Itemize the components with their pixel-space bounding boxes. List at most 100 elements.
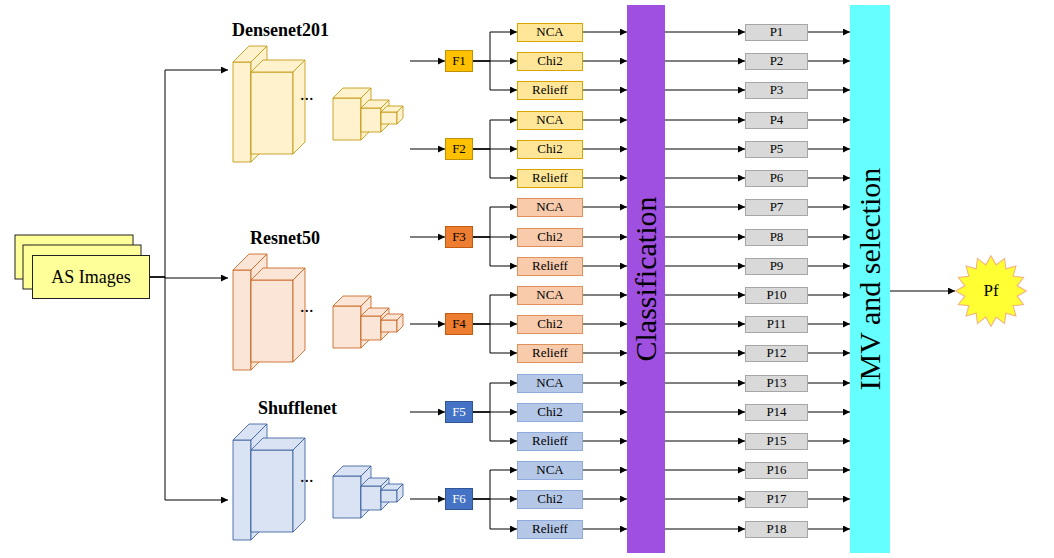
arrow-connector — [665, 441, 745, 442]
prediction-box: P4 — [745, 112, 808, 129]
layer-block — [361, 108, 381, 132]
node-text: Relieff — [532, 521, 568, 537]
node-text: P16 — [766, 462, 786, 478]
selector-box: NCA — [517, 198, 583, 217]
arrow-connector — [583, 324, 627, 325]
arrow-connector — [583, 120, 627, 121]
prediction-box: P13 — [745, 375, 808, 392]
arrow-connector — [473, 149, 517, 178]
arrow-connector — [583, 207, 627, 208]
node-text: P17 — [766, 491, 786, 507]
selector-box: Chi2 — [517, 228, 583, 247]
arrow-connector — [665, 529, 745, 530]
node-text: P7 — [770, 199, 784, 215]
arrow-connector — [665, 32, 745, 33]
node-text: P4 — [770, 112, 784, 128]
layer-block — [251, 280, 293, 362]
prediction-box: P6 — [745, 170, 808, 187]
prediction-box: P15 — [745, 433, 808, 450]
node-text: F2 — [452, 141, 466, 157]
arrow-connector — [665, 295, 745, 296]
selector-box: NCA — [517, 374, 583, 393]
arrow-connector — [410, 499, 445, 500]
feature-box: F4 — [445, 313, 473, 335]
ellipsis-label: ... — [300, 84, 314, 105]
feature-box: F1 — [445, 50, 473, 72]
layer-block — [397, 314, 403, 332]
arrow-connector — [583, 178, 627, 179]
node-text: Shufflenet — [258, 398, 337, 419]
node-text: Chi2 — [537, 141, 562, 157]
node-text: NCA — [536, 462, 563, 478]
arrow-connector — [808, 353, 850, 354]
arrow-connector — [665, 499, 745, 500]
feature-box: F2 — [445, 138, 473, 160]
layer-block — [251, 450, 293, 532]
arrow-connector — [665, 383, 745, 384]
layer-block — [333, 98, 361, 140]
arrow-connector — [410, 324, 445, 325]
arrow-connector — [808, 61, 850, 62]
node-text: Chi2 — [537, 404, 562, 420]
node-text: P3 — [770, 82, 784, 98]
arrow-connector — [808, 499, 850, 500]
node-text: P1 — [770, 24, 784, 40]
layer-block — [381, 490, 397, 502]
layer-block — [233, 440, 251, 540]
arrow-connector — [665, 149, 745, 150]
arrow-connector — [808, 178, 850, 179]
layer-block — [233, 270, 251, 370]
arrow-connector — [665, 324, 745, 325]
node-text: P11 — [767, 316, 787, 332]
node-text: P9 — [770, 258, 784, 274]
node-text: NCA — [536, 112, 563, 128]
arrow-connector — [473, 61, 517, 90]
node-text: F4 — [452, 316, 466, 332]
node-text: Relieff — [532, 170, 568, 186]
prediction-box: P10 — [745, 287, 808, 304]
node-text: Chi2 — [537, 491, 562, 507]
node-text: P2 — [770, 53, 784, 69]
arrow-connector — [808, 412, 850, 413]
arrow-connector — [473, 412, 517, 441]
arrow-connector — [150, 277, 228, 500]
arrow-connector — [583, 90, 627, 91]
arrow-connector — [583, 441, 627, 442]
arrow-connector — [583, 353, 627, 354]
arrow-connector — [583, 412, 627, 413]
arrow-connector — [808, 295, 850, 296]
prediction-box: P7 — [745, 199, 808, 216]
arrow-connector — [583, 237, 627, 238]
node-text: Chi2 — [537, 53, 562, 69]
image-box: AS Images — [32, 255, 150, 299]
selector-box: Relieff — [517, 432, 583, 451]
prediction-box: P3 — [745, 82, 808, 99]
node-text: IMV and selection — [853, 168, 887, 391]
arrow-connector — [808, 470, 850, 471]
arrow-connector — [665, 237, 745, 238]
selector-box: Chi2 — [517, 490, 583, 509]
node-text: Relieff — [532, 345, 568, 361]
node-text: Pf — [983, 281, 998, 301]
arrow-connector — [808, 324, 850, 325]
selector-box: NCA — [517, 461, 583, 480]
node-text: AS Images — [51, 267, 131, 288]
arrow-connector — [583, 61, 627, 62]
node-text: P14 — [766, 404, 786, 420]
selector-box: NCA — [517, 111, 583, 130]
layer-block — [333, 306, 361, 348]
node-text: P13 — [766, 375, 786, 391]
node-text: P15 — [766, 433, 786, 449]
prediction-box: P14 — [745, 404, 808, 421]
node-text: Relieff — [532, 82, 568, 98]
selector-box: Relieff — [517, 257, 583, 276]
arrow-connector — [410, 61, 445, 62]
node-text: Classification — [629, 197, 663, 362]
layer-block — [381, 320, 397, 332]
node-text: P18 — [766, 521, 786, 537]
arrow-connector — [150, 70, 228, 277]
node-text: NCA — [536, 287, 563, 303]
arrow-connector — [473, 499, 517, 529]
arrow-connector — [665, 266, 745, 267]
selector-box: NCA — [517, 23, 583, 42]
